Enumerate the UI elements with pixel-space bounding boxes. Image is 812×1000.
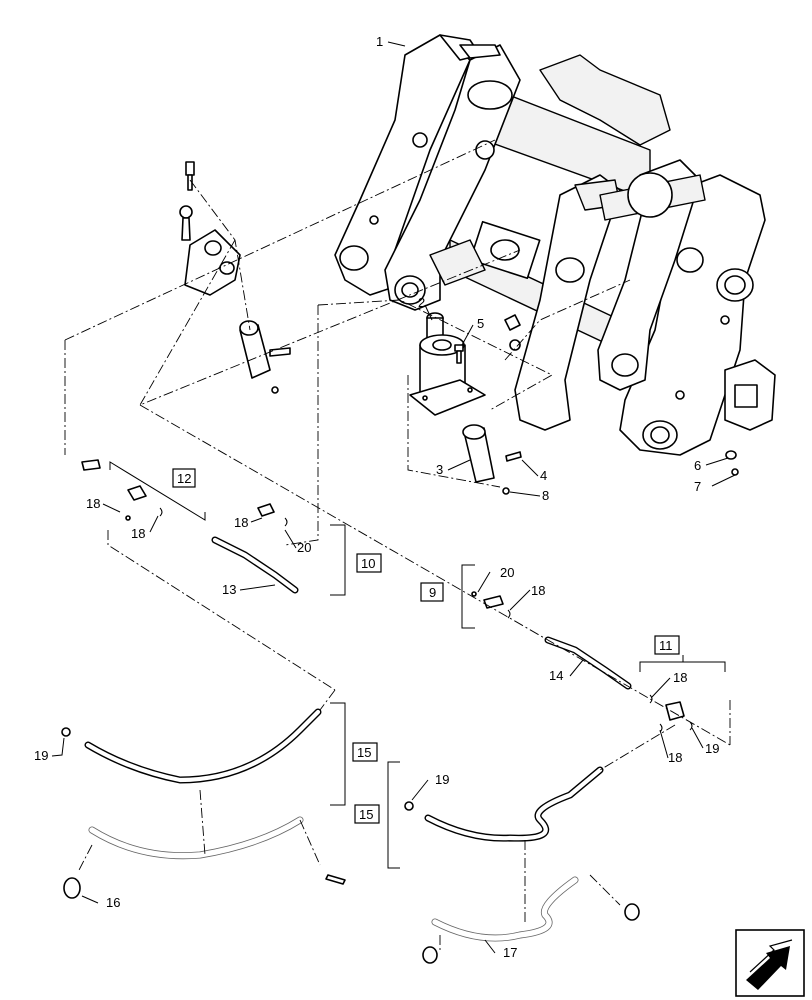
callout-13: 13 [222,582,236,597]
callout-18-c: 18 [234,515,248,530]
callout-1: 1 [376,34,383,49]
group-ref-boxes: 12 10 9 11 15 15 [172,468,680,824]
callout-labels: 1 2 3 4 5 6 7 8 18 18 18 20 13 20 14 18 … [34,34,719,960]
callout-19-a: 19 [705,741,719,756]
callout-4: 4 [540,468,547,483]
fittings [81,459,693,733]
center-lines [64,139,731,950]
callout-18-a: 18 [86,496,100,511]
group-ref-9: 9 [429,585,436,600]
callout-20-b: 20 [500,565,514,580]
group-ref-11: 11 [659,638,673,653]
callout-14: 14 [549,668,563,683]
callout-19-b: 19 [34,748,48,763]
group-brackets [109,461,726,869]
group-ref-15-b: 15 [359,807,373,822]
callout-7: 7 [694,479,701,494]
callout-5: 5 [477,316,484,331]
group-ref-10: 10 [361,556,375,571]
cylinder-group [409,312,739,495]
detail-assembly-left [179,161,291,394]
group-ref-12: 12 [177,471,191,486]
callout-18-b: 18 [131,526,145,541]
callout-6: 6 [694,458,701,473]
callout-3: 3 [436,462,443,477]
leader-lines [51,41,736,954]
callout-2: 2 [418,295,425,310]
callout-17: 17 [503,945,517,960]
callout-18-f: 18 [668,750,682,765]
callout-8: 8 [542,488,549,503]
next-page-arrow-icon[interactable] [735,929,805,997]
callout-19-c: 19 [435,772,449,787]
coupler-frame [334,34,776,456]
callout-18-d: 18 [531,583,545,598]
callout-16: 16 [106,895,120,910]
callout-18-e: 18 [673,670,687,685]
group-ref-15-a: 15 [357,745,371,760]
hoses [61,536,640,964]
callout-20-a: 20 [297,540,311,555]
